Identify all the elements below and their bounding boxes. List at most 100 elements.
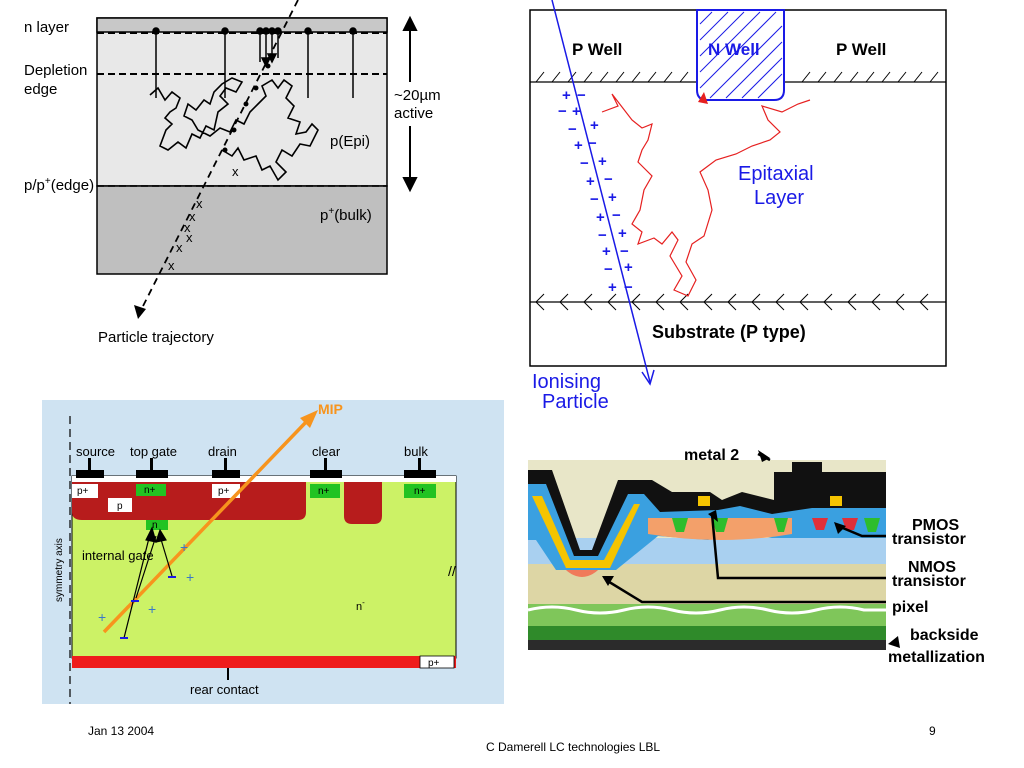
clear-n-plus (310, 484, 340, 498)
epitaxial-label-2: Layer (754, 187, 804, 209)
svg-text:+: + (624, 259, 633, 276)
pixel-label: pixel (892, 599, 928, 616)
pmos-label-2: transistor (892, 531, 966, 548)
internal-gate-label: internal gate (82, 548, 154, 563)
depletion-edge-label-2: edge (24, 81, 57, 98)
svg-text:−: − (612, 207, 621, 224)
mip-trajectory (102, 418, 310, 634)
particle-trajectory-line (139, 0, 299, 313)
backside-metal (528, 640, 886, 650)
svg-text:+: + (180, 539, 188, 555)
particle-trajectory-label: Particle trajectory (98, 329, 214, 346)
diffusion-random-walk (149, 77, 319, 182)
metal2-label: metal 2 (684, 447, 739, 464)
charge-markers: + + + + (98, 539, 194, 625)
backside-label-2: metallization (888, 649, 985, 666)
clear-n-plus-label: n+ (318, 486, 330, 497)
cmos-stack-diagram: metal 2 PMOS transistor NMOS transistor … (527, 447, 985, 666)
trajectory-arrowhead (134, 305, 146, 319)
pmos-arrowhead (834, 522, 846, 534)
svg-text:+: + (572, 103, 581, 120)
ionising-label: Ionising (532, 371, 601, 393)
electron-random-walk (601, 93, 811, 297)
source-p-plus (72, 484, 98, 498)
yellow-metal (532, 496, 640, 568)
mimosa-cross-section-diagram: x x x x x x x n layer Depletion edge p/p… (24, 0, 441, 346)
svg-text:−: − (577, 87, 586, 104)
svg-text:−: − (590, 191, 599, 208)
mip-label: MIP (318, 401, 343, 417)
nmos-gate (830, 496, 842, 506)
rear-contact-label: rear contact (190, 682, 259, 697)
rear-p-plus-label: p+ (428, 658, 440, 669)
pmos-gate (698, 496, 710, 506)
p-well-right-label: P Well (836, 40, 886, 59)
svg-text:+: + (596, 209, 605, 226)
collection-arrows (152, 27, 357, 98)
recombination-mark: x (186, 230, 193, 245)
p-bulk-label: p+(bulk) (320, 206, 372, 224)
charge-pairs: +− −+ −+ +− −+ +− −+ +− −+ +− −+ +− (558, 87, 633, 296)
recombination-mark: x (184, 220, 191, 235)
svg-text:+: + (574, 137, 583, 154)
svg-text:−: − (558, 103, 567, 120)
electron-markers (120, 576, 176, 639)
walk-arrowhead (698, 92, 708, 104)
n-well-label: N Well (708, 40, 760, 59)
depletion-edge-label: Depletion (24, 62, 87, 79)
slide-footer: C Damerell LC technologies LBL (486, 740, 661, 754)
svg-text:−: − (620, 243, 629, 260)
recombination-mark: x (232, 164, 239, 179)
clear-label: clear (312, 444, 341, 459)
svg-text:+: + (608, 189, 617, 206)
svg-text:+: + (598, 153, 607, 170)
epi-layer (96, 17, 388, 187)
n-layer-label: n layer (24, 19, 69, 36)
svg-text:+: + (618, 225, 627, 242)
n-minus-label: n- (356, 598, 365, 613)
epitaxial-label: Epitaxial (738, 163, 814, 185)
svg-text:+: + (602, 243, 611, 260)
svg-text:−: − (604, 171, 613, 188)
source-label: source (76, 444, 115, 459)
svg-text:−: − (568, 121, 577, 138)
epitaxial-layer-diagram: +− −+ −+ +− −+ +− −+ +− −+ +− −+ +− P We… (529, 0, 947, 413)
svg-text:+: + (148, 601, 156, 617)
svg-text:−: − (598, 227, 607, 244)
recombination-mark: x (168, 258, 175, 273)
internal-gate-n-label: n (152, 520, 158, 531)
slide-page-number: 9 (929, 724, 936, 738)
svg-text:+: + (186, 569, 194, 585)
clear-p-well (344, 476, 382, 524)
svg-text:−: − (604, 261, 613, 278)
metal2-arrowhead (758, 450, 770, 462)
svg-text:+: + (590, 117, 599, 134)
p-region (108, 498, 132, 512)
ionising-arrowhead (641, 369, 655, 386)
bulk-n-plus-label: n+ (414, 486, 426, 497)
p-region-label: p (117, 501, 123, 512)
pp-edge-label: p/p+(edge) (24, 176, 94, 194)
depfet-cross-section-diagram: p+ p+ n+ p+ n+ n+ p n symmetry axis MIP (42, 400, 504, 704)
ionising-particle-line (551, 0, 651, 383)
substrate-label: Substrate (P type) (652, 322, 806, 342)
recombination-mark: x (176, 240, 183, 255)
p-well-region (72, 476, 306, 520)
active-thickness-arrow (402, 15, 418, 193)
svg-text:−: − (624, 279, 633, 296)
recombination-mark: x (189, 209, 196, 224)
n-well-hatching (699, 11, 783, 99)
nmos-arrowhead (708, 510, 718, 522)
svg-text:+: + (562, 87, 571, 104)
ionising-label-2: Particle (542, 391, 609, 413)
nmos-label: NMOS (908, 559, 956, 576)
pixel-arrowhead (602, 576, 614, 586)
svg-text:+: + (98, 609, 106, 625)
p-epi-label: p(Epi) (330, 133, 370, 150)
mip-arrowhead (300, 410, 318, 428)
contacts (76, 458, 436, 478)
top-gate-label: top gate (130, 444, 177, 459)
rear-p-plus (419, 655, 455, 669)
internal-gate-n (146, 520, 168, 530)
drain-label: drain (208, 444, 237, 459)
